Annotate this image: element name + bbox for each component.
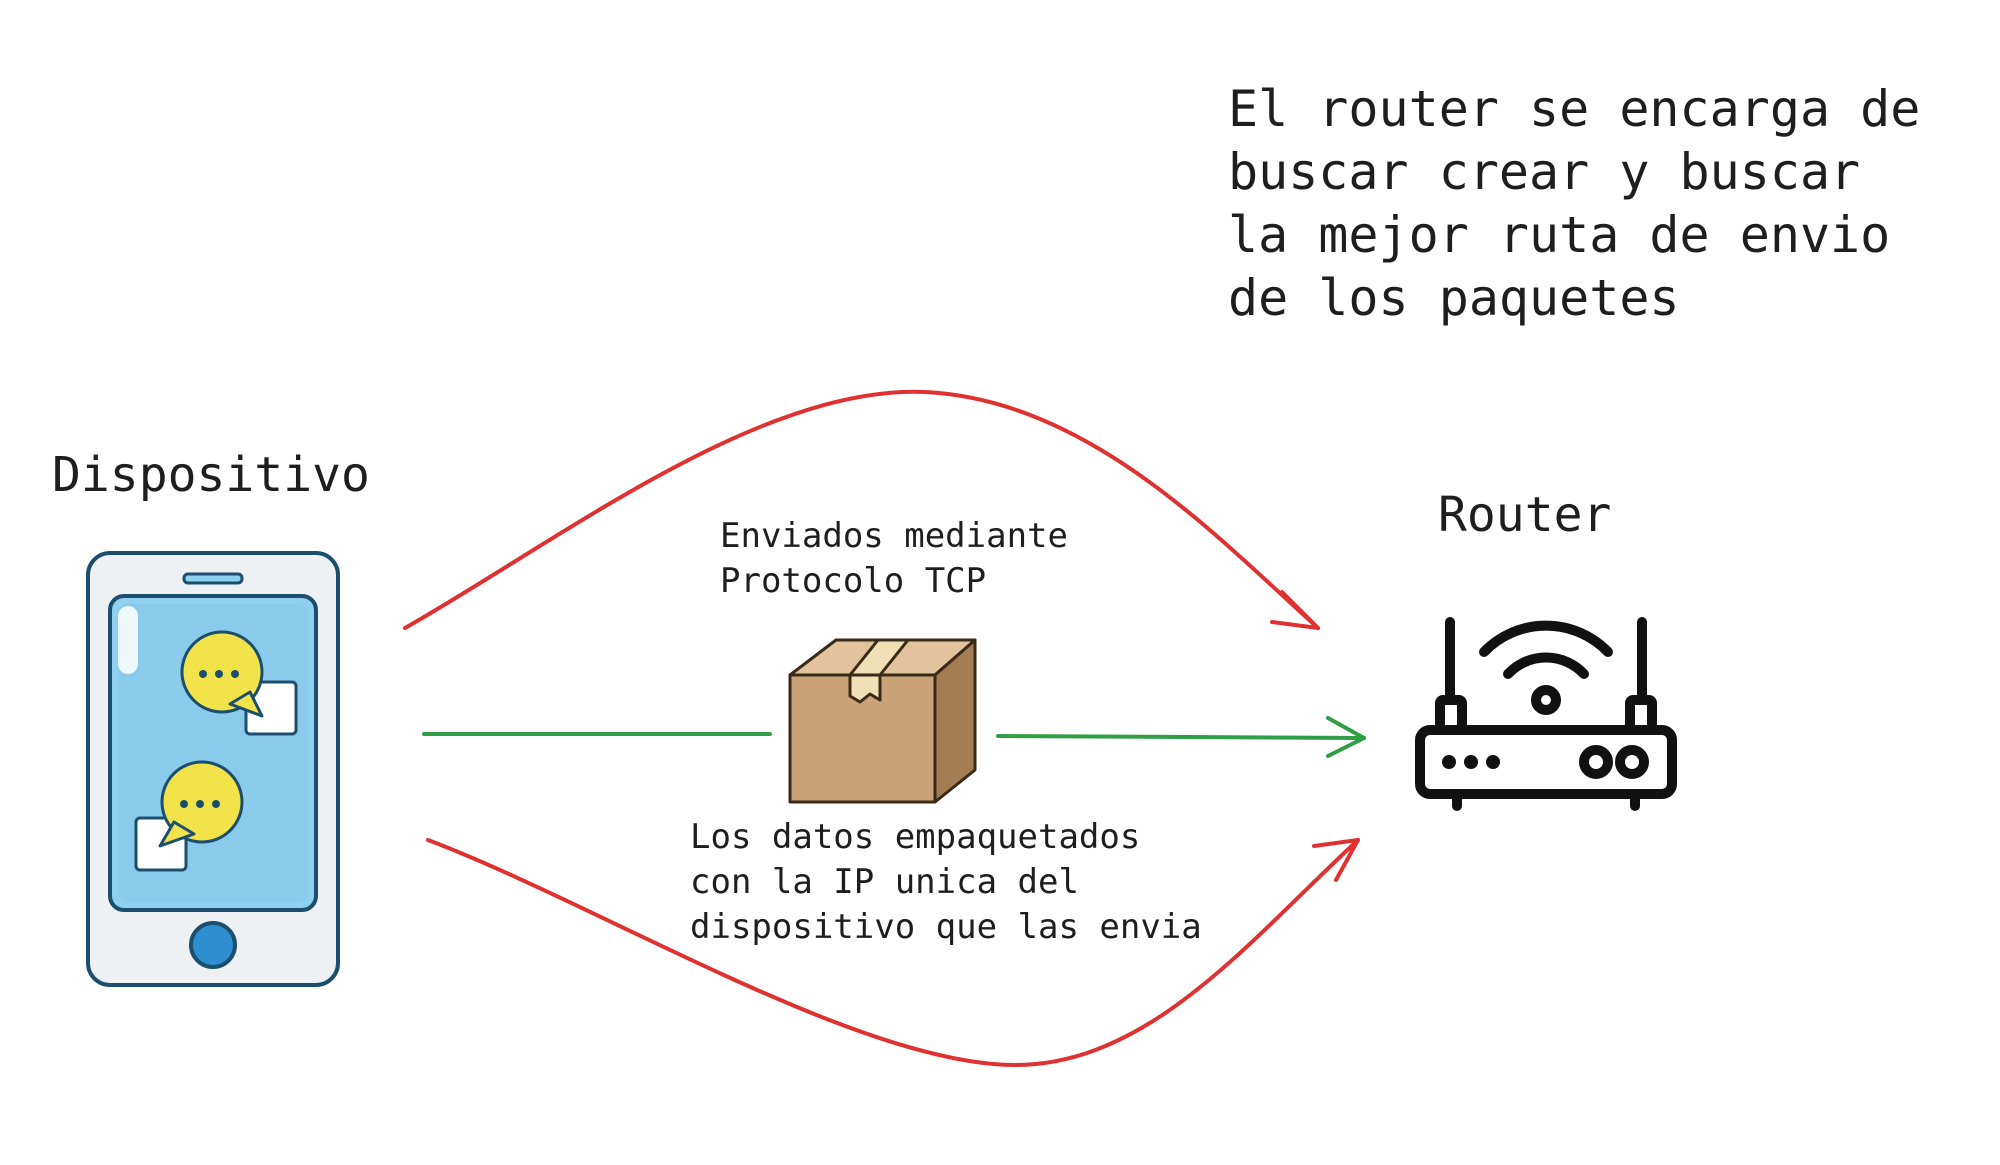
lower-route-arrowhead: [1312, 838, 1360, 882]
packet-data-label: Los datos empaquetados con la IP unica de…: [690, 815, 1202, 950]
upper-route-arrow: [403, 389, 1320, 630]
device-label: Dispositivo: [52, 447, 370, 503]
router-label: Router: [1438, 487, 1612, 543]
tcp-label-line: Protocolo TCP: [720, 561, 987, 601]
main-arrow-right-segment: [996, 734, 1366, 740]
packet-label-line: Los datos empaquetados: [690, 817, 1141, 857]
note-line: la mejor ruta de envio: [1228, 206, 1891, 264]
note-line: buscar crear y buscar: [1228, 143, 1861, 201]
lower-route-arrow: [426, 838, 1360, 1067]
main-arrowhead: [1326, 716, 1366, 758]
packet-label-line: con la IP unica del: [690, 862, 1079, 902]
packet-label-line: dispositivo que las envia: [690, 907, 1202, 947]
note-line: El router se encarga de: [1228, 80, 1921, 138]
tcp-label-line: Enviados mediante: [720, 516, 1068, 556]
upper-route-arrowhead: [1270, 590, 1320, 630]
note-line: de los paquetes: [1228, 269, 1680, 327]
